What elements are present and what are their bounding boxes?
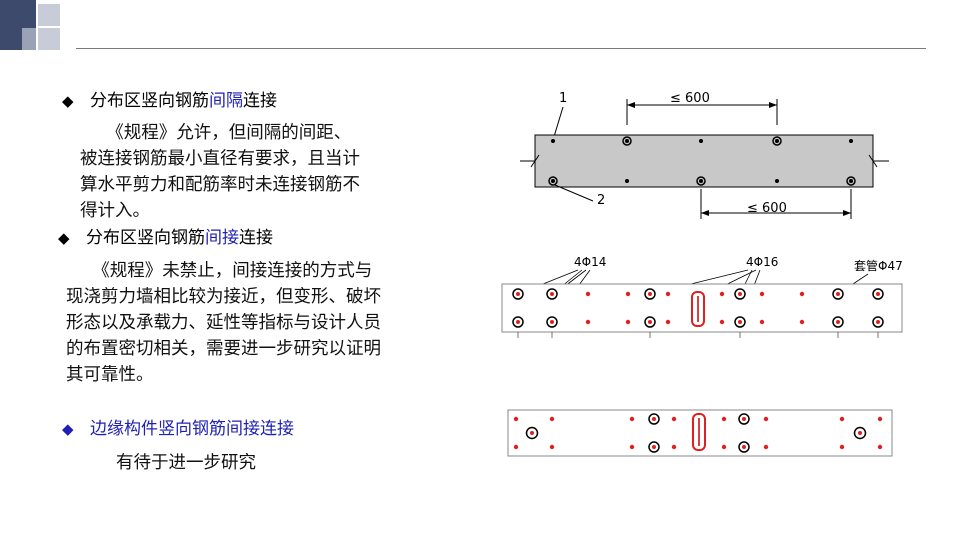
- bullet-highlight: 边缘构件竖向钢筋间接连接: [90, 419, 294, 439]
- para-line: 《规程》未禁止，间接连接的方式与: [66, 261, 373, 281]
- bullet-interval-connection: ◆ 分布区竖向钢筋间隔连接: [62, 90, 277, 112]
- para-line: 的布置密切相关，需要进一步研究以证明: [66, 339, 381, 359]
- para-line: 其可靠性。: [66, 365, 154, 385]
- diamond-bullet-icon: ◆: [62, 92, 74, 110]
- rebar-row-bottom: [548, 176, 856, 186]
- paragraph-interval: 《规程》允许，但间隔的间距、 被连接钢筋最小直径有要求，且当计 算水平剪力和配筋…: [80, 120, 360, 224]
- bullet-prefix: 分布区竖向钢筋: [86, 228, 205, 248]
- bullet-suffix: 连接: [243, 91, 277, 111]
- figure-interval-connection: ≤ 600 1 2 ≤ 600: [520, 91, 889, 219]
- dim-top-label: ≤ 600: [670, 91, 710, 106]
- bullet-suffix: 连接: [239, 228, 273, 248]
- bullet-highlight: 间隔: [209, 91, 243, 111]
- diamond-bullet-icon: ◆: [62, 420, 74, 438]
- bullet-indirect-connection: ◆ 分布区竖向钢筋间接连接: [58, 227, 273, 249]
- paragraph-further-study: 有待于进一步研究: [116, 453, 256, 473]
- para-line: 现浇剪力墙相比较为接近，但变形、破坏: [66, 287, 381, 307]
- para-line: 形态以及承载力、延性等指标与设计人员: [66, 313, 381, 333]
- figure-indirect-connection: 4Φ14 4Φ16 套管Φ47: [501, 255, 903, 338]
- para-line: 得计入。: [80, 201, 150, 221]
- paragraph-indirect: 《规程》未禁止，间接连接的方式与 现浇剪力墙相比较为接近，但变形、破坏 形态以及…: [66, 258, 381, 388]
- diamond-bullet-icon: ◆: [58, 229, 70, 247]
- label-4phi16: 4Φ16: [746, 255, 778, 269]
- bullet-highlight: 间接: [205, 228, 239, 248]
- figure-boundary-element: [507, 409, 893, 457]
- label-sleeve-phi47: 套管Φ47: [854, 258, 903, 273]
- corner-decoration: [0, 0, 62, 52]
- rebar-row-top: [551, 136, 853, 146]
- para-line: 被连接钢筋最小直径有要求，且当计: [80, 149, 360, 169]
- dim-bottom-label: ≤ 600: [747, 201, 787, 216]
- label-4phi14: 4Φ14: [574, 255, 606, 269]
- label-1: 1: [559, 91, 567, 106]
- para-line: 《规程》允许，但间隔的间距、: [80, 123, 352, 143]
- header-divider: [76, 48, 926, 49]
- rebar-layout-indirect: [512, 288, 884, 328]
- rebar-layout-boundary: [513, 413, 883, 453]
- label-2: 2: [597, 193, 605, 208]
- bullet-prefix: 分布区竖向钢筋: [90, 91, 209, 111]
- para-line: 算水平剪力和配筋率时未连接钢筋不: [80, 175, 360, 195]
- bullet-boundary-element: ◆ 边缘构件竖向钢筋间接连接: [62, 418, 294, 440]
